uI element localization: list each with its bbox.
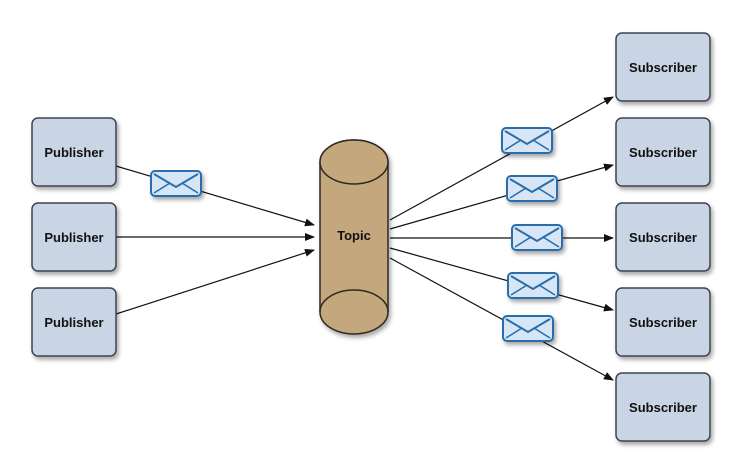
envelope-icon	[506, 175, 558, 202]
topic-cylinder-top	[319, 139, 389, 185]
subscriber-node	[615, 32, 711, 102]
edge-topic-subscriber-2	[389, 163, 614, 230]
subscriber-label: Subscriber	[629, 60, 697, 75]
subscriber-box	[615, 202, 711, 272]
subscriber-label: Subscriber	[629, 145, 697, 160]
publishers-group: Publisher Publisher Publisher	[31, 117, 117, 357]
connection-lines	[115, 96, 614, 381]
subscriber-label: Subscriber	[629, 400, 697, 415]
publisher-label: Publisher	[44, 145, 103, 160]
subscriber-node	[615, 372, 711, 442]
subscribers-group: Subscriber Subscriber Subscriber Subscri…	[615, 32, 711, 442]
publisher-box	[31, 117, 117, 187]
topic-cylinder-bottom-rim	[319, 289, 389, 313]
subscriber-label: Subscriber	[629, 230, 697, 245]
envelope-icon	[511, 224, 563, 251]
subscriber-box	[615, 117, 711, 187]
envelope-icon	[507, 272, 559, 299]
subscriber-box	[615, 32, 711, 102]
subscriber-box	[615, 372, 711, 442]
envelope-icon	[150, 170, 202, 197]
publisher-node	[31, 287, 117, 357]
publisher-node	[31, 202, 117, 272]
publisher-box	[31, 287, 117, 357]
envelope-icon	[502, 315, 554, 342]
topic-node	[319, 139, 389, 335]
edge-topic-subscriber-5	[389, 257, 614, 381]
subscriber-node	[615, 117, 711, 187]
publisher-label: Publisher	[44, 315, 103, 330]
edge-topic-subscriber-4	[389, 247, 614, 312]
edge-topic-subscriber-1	[389, 96, 614, 221]
messages-group	[150, 127, 563, 342]
edge-publisher-3-topic	[115, 248, 315, 315]
subscriber-box	[615, 287, 711, 357]
subscriber-node	[615, 202, 711, 272]
edge-publisher-1-topic	[115, 165, 315, 227]
topic-label: Topic	[337, 228, 371, 243]
subscriber-node	[615, 287, 711, 357]
subscriber-label: Subscriber	[629, 315, 697, 330]
envelope-icon	[501, 127, 553, 154]
publisher-label: Publisher	[44, 230, 103, 245]
publisher-box	[31, 202, 117, 272]
publisher-node	[31, 117, 117, 187]
